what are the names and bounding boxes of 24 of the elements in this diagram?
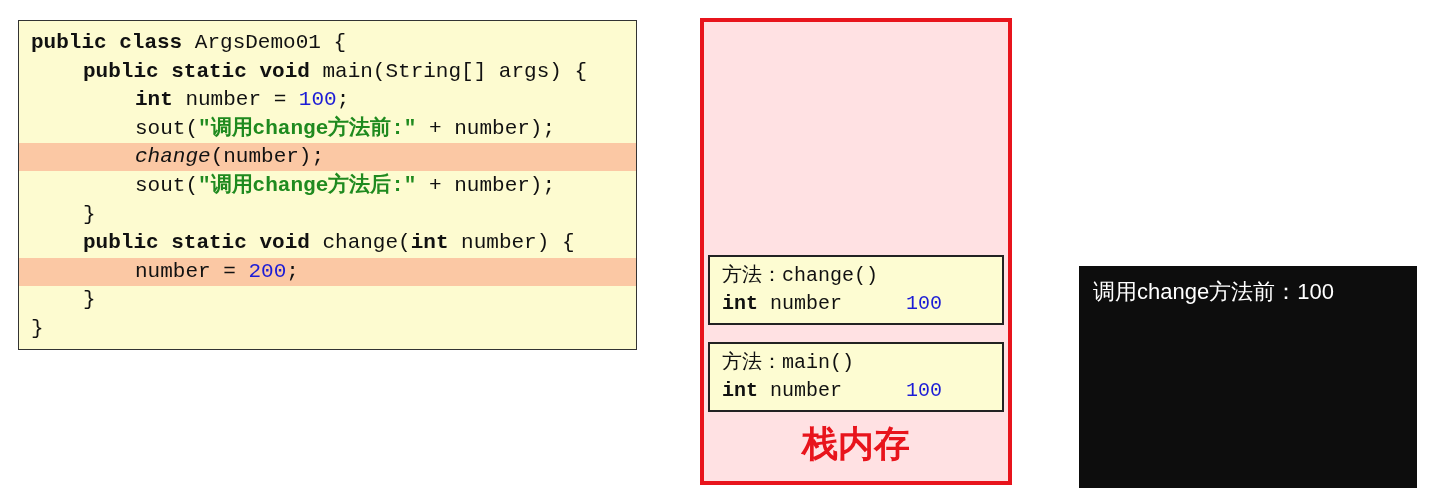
code-line: public static void main(String[] args) { xyxy=(82,58,588,85)
stack-frame xyxy=(708,255,1004,325)
variable-value: 100 xyxy=(906,291,942,317)
frame-label: 方法：change() xyxy=(722,263,878,289)
variable-declaration: int number xyxy=(722,378,843,404)
code-line: number = 200; xyxy=(134,258,299,285)
console-output: 调用change方法前：100 xyxy=(1093,278,1334,306)
stack-memory-panel xyxy=(700,18,1012,485)
stack-frame xyxy=(708,342,1004,412)
code-line: } xyxy=(82,201,96,228)
panel-title: 栈内存 xyxy=(800,422,911,466)
console-panel xyxy=(1079,266,1417,488)
frame-label: 方法：main() xyxy=(722,350,854,376)
code-line: sout("调用change方法前:" + number); xyxy=(134,114,556,142)
code-line: public class ArgsDemo01 { xyxy=(31,30,347,56)
code-line: change(number); xyxy=(134,144,325,171)
variable-declaration: int number xyxy=(722,291,843,317)
code-line: } xyxy=(31,316,44,342)
code-line: sout("调用change方法后:" + number); xyxy=(134,172,556,199)
code-line: int number = 100; xyxy=(134,87,350,114)
code-line: public static void change(int number) { xyxy=(82,230,575,257)
variable-value: 100 xyxy=(906,378,942,404)
code-line: } xyxy=(82,287,96,314)
code-panel xyxy=(18,20,637,350)
